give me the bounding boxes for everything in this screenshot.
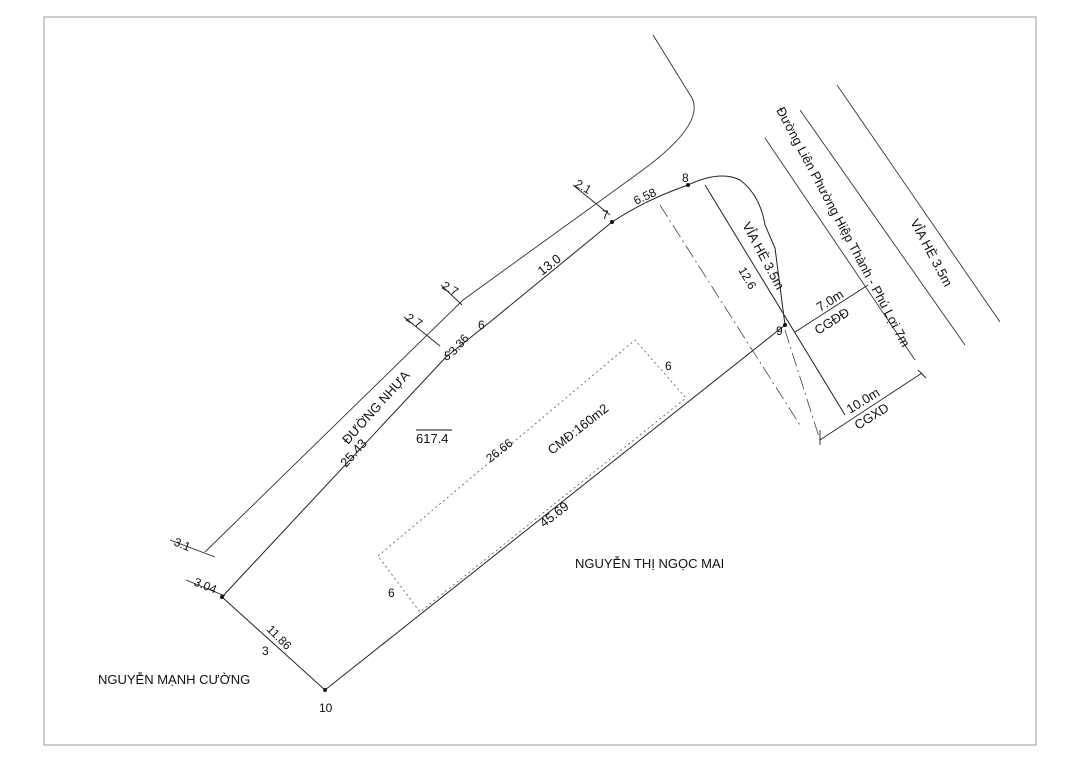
setback-line-cgdd bbox=[659, 204, 801, 426]
tick-3-1 bbox=[169, 539, 216, 558]
dim-2-1: 2.1 bbox=[573, 176, 595, 197]
setback-line-cgxd bbox=[784, 329, 821, 441]
vertex-label-9: 9 bbox=[776, 324, 783, 338]
cgdd-dimension-line bbox=[794, 284, 869, 333]
setback-lines bbox=[659, 204, 821, 441]
lot-boundary-line bbox=[221, 175, 786, 691]
vertex-label-7: 7 bbox=[602, 208, 609, 222]
asphalt-road-label: ĐƯỜNG NHỰA bbox=[339, 367, 413, 447]
tick-3-04 bbox=[185, 579, 226, 597]
road-edge-near bbox=[764, 137, 916, 361]
dim-45-69: 45.69 bbox=[537, 499, 572, 531]
lot-boundary bbox=[221, 175, 846, 691]
buildable-area-label: CMĐ:160m2 bbox=[545, 401, 612, 458]
tick-2-7-a bbox=[403, 316, 441, 347]
dim-3-1: 3.1 bbox=[172, 535, 193, 554]
cgxd-dimension-line bbox=[819, 372, 923, 441]
setback-dimensions bbox=[794, 284, 927, 445]
cgxd-bracket-right bbox=[917, 369, 927, 379]
dim-3-04: 3.04 bbox=[192, 575, 219, 597]
sidewalk-outer-label: VỈA HÈ 3.5m bbox=[907, 216, 955, 289]
dim-6-top: 6 bbox=[665, 359, 672, 373]
road-edges bbox=[204, 34, 1001, 553]
vertex-dot-8 bbox=[686, 183, 690, 187]
dim-13-0: 13.0 bbox=[535, 251, 564, 278]
vertex-label-5: 5 bbox=[444, 349, 451, 363]
tick-2-1 bbox=[572, 184, 611, 216]
owner-south-label: NGUYỄN THỊ NGỌC MAI bbox=[575, 556, 724, 571]
dim-6-bottom: 6 bbox=[388, 586, 395, 600]
vertex-dot-3 bbox=[220, 595, 224, 599]
owner-west-label: NGUYỄN MẠNH CƯỜNG bbox=[98, 672, 250, 687]
vertex-label-6: 6 bbox=[478, 318, 485, 332]
sidewalk-outer-edge bbox=[836, 84, 1001, 323]
tick-2-7-b bbox=[440, 284, 463, 306]
asphalt-road-edge bbox=[204, 34, 695, 553]
drawing-border bbox=[43, 16, 1037, 746]
vertex-dot-7 bbox=[610, 220, 614, 224]
vertex-label-3: 3 bbox=[262, 644, 269, 658]
dim-2-7-b: 2.7 bbox=[440, 278, 462, 299]
sidewalk-inner-edge bbox=[704, 184, 846, 416]
vertex-label-8: 8 bbox=[682, 171, 689, 185]
vertex-label-10: 10 bbox=[319, 701, 333, 715]
vertex-markers bbox=[220, 183, 787, 692]
frontage-ticks bbox=[169, 184, 611, 597]
road-centerline-upper bbox=[799, 109, 966, 346]
dim-2-7-a: 2.7 bbox=[404, 310, 426, 331]
vertex-dot-9 bbox=[783, 323, 787, 327]
dim-26-66: 26.66 bbox=[483, 436, 516, 466]
dim-6-58: 6.58 bbox=[631, 185, 658, 208]
vertex-dot-10 bbox=[323, 688, 327, 692]
lot-code-label: 617.4 bbox=[416, 431, 449, 446]
